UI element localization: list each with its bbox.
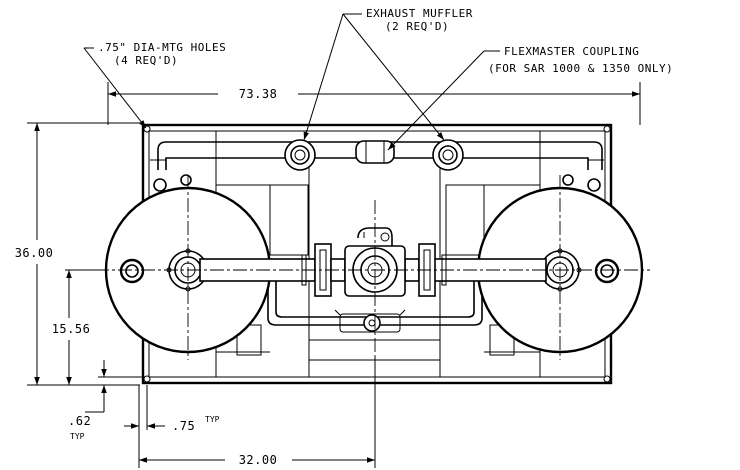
exhaust-muffler-label-line1: EXHAUST MUFFLER xyxy=(366,7,473,20)
dim-center-height: 15.56 xyxy=(52,270,91,385)
dim-hole-offset-vertical-note: TYP xyxy=(70,432,85,441)
side-fitting xyxy=(153,174,601,192)
dim-hole-offset-vertical-text: .62 xyxy=(68,414,91,428)
dim-center-height-text: 15.56 xyxy=(52,322,91,336)
mounting-hole xyxy=(143,375,151,383)
dim-hole-offset-horizontal-text: .75 xyxy=(172,419,195,433)
callout-flexmaster-coupling: FLEXMASTER COUPLING (FOR SAR 1000 & 1350… xyxy=(387,45,673,151)
dim-hole-offset-vertical: .62 TYP xyxy=(68,360,107,441)
dim-hole-offset-horizontal: .75 TYP xyxy=(124,415,220,433)
callout-mounting-holes: .75" DIA-MTG HOLES (4 REQ'D) xyxy=(83,41,226,129)
drain-port xyxy=(119,258,620,284)
dim-center-distance: 32.00 xyxy=(139,453,375,467)
mounting-hole xyxy=(603,125,611,133)
mtg-holes-label-line1: .75" DIA-MTG HOLES xyxy=(98,41,226,54)
exhaust-muffler xyxy=(284,139,316,171)
dim-center-distance-text: 32.00 xyxy=(239,453,278,467)
flexmaster-label-line1: FLEXMASTER COUPLING xyxy=(504,45,639,58)
pipe-flange xyxy=(314,243,436,297)
flexmaster-label-line2: (FOR SAR 1000 & 1350 ONLY) xyxy=(488,62,673,75)
exhaust-muffler-label-line2: (2 REQ'D) xyxy=(385,20,449,33)
dim-hole-offset-horizontal-note: TYP xyxy=(205,415,220,424)
central-blower xyxy=(344,227,406,297)
flexmaster-coupling xyxy=(355,140,395,164)
bottom-valve xyxy=(334,309,406,333)
mtg-holes-label-line2: (4 REQ'D) xyxy=(114,54,178,67)
centerlines xyxy=(95,175,650,360)
exhaust-muffler xyxy=(432,139,464,171)
dim-overall-length-text: 73.38 xyxy=(239,87,278,101)
dim-overall-length: 73.38 xyxy=(108,87,640,101)
mounting-hole xyxy=(143,125,151,133)
callout-exhaust-muffler: EXHAUST MUFFLER (2 REQ'D) xyxy=(303,7,473,141)
mounting-hole xyxy=(603,375,611,383)
dim-overall-height-text: 36.00 xyxy=(15,246,54,260)
dim-overall-height: 36.00 xyxy=(15,123,54,385)
